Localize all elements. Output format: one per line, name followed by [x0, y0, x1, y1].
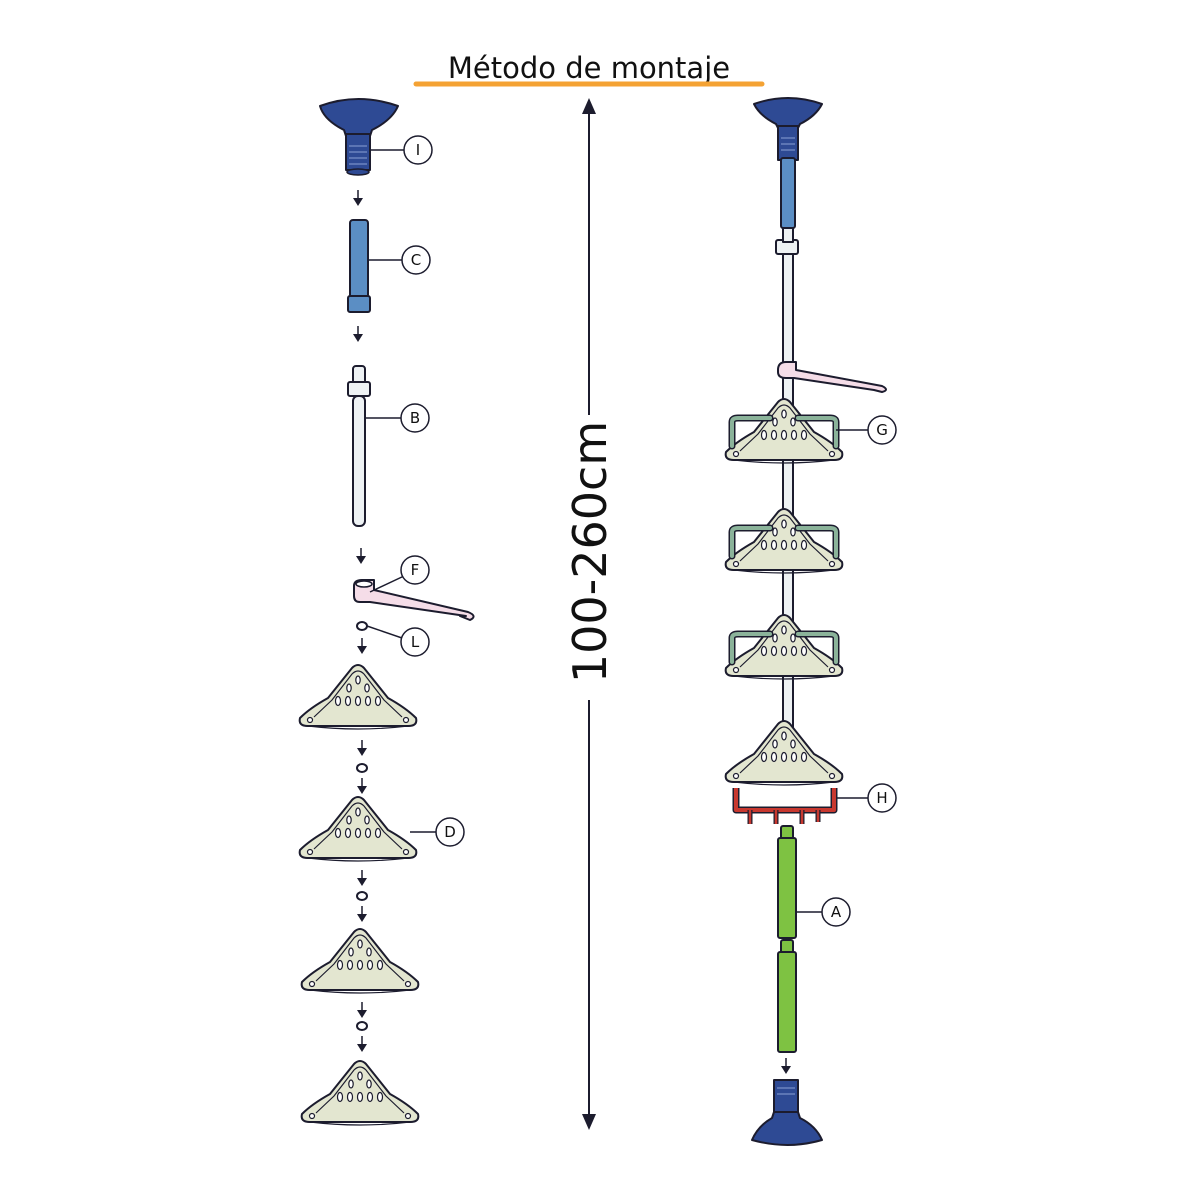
assembled-shelf-g — [724, 614, 844, 680]
svg-text:D: D — [444, 823, 456, 841]
part-i-suction-cup — [319, 98, 399, 176]
assembled-shelf-g — [724, 398, 844, 464]
assembled-towel-rack-h — [732, 788, 838, 824]
assembled-top-suction-cup — [753, 97, 823, 161]
callout-l: L — [366, 625, 430, 657]
washer-ring — [356, 891, 368, 901]
assembled-white-pole — [775, 227, 799, 765]
assembly-arrow — [356, 905, 368, 923]
assembly-arrow — [356, 1001, 368, 1019]
assembly-arrow — [356, 637, 368, 655]
assembly-arrow — [356, 869, 368, 887]
assembled-hanger — [777, 361, 887, 393]
part-d-shelf — [298, 796, 418, 862]
assembled-shelf — [724, 720, 844, 786]
height-dimension-arrow — [582, 98, 596, 1130]
svg-text:I: I — [416, 141, 420, 159]
part-f-hanger — [353, 579, 475, 621]
page-title: Método de montaje — [448, 51, 730, 85]
svg-text:C: C — [411, 251, 421, 269]
svg-text:G: G — [876, 421, 888, 439]
svg-text:L: L — [411, 633, 420, 651]
part-l-washer — [356, 621, 368, 631]
callout-h: H — [836, 783, 897, 813]
callout-d: D — [410, 817, 465, 847]
part-d-shelf — [298, 664, 418, 730]
part-d-shelf — [300, 928, 420, 994]
callout-f: F — [369, 555, 430, 593]
assembled-shelf-g — [724, 508, 844, 574]
washer-ring — [356, 1021, 368, 1031]
callout-i: I — [370, 135, 433, 165]
assembled-blue-tube — [780, 157, 796, 229]
assembly-arrow — [352, 189, 364, 207]
assembled-bottom-suction-cup — [751, 1079, 823, 1146]
callout-a: A — [796, 897, 851, 927]
height-range-label: 100-260cm — [563, 421, 617, 683]
washer-ring — [356, 763, 368, 773]
assembly-arrow — [352, 325, 364, 343]
assembly-arrow — [780, 1057, 792, 1075]
callout-c: C — [368, 245, 431, 275]
part-d-shelf — [300, 1060, 420, 1126]
callout-g: G — [836, 415, 897, 445]
svg-text:F: F — [411, 561, 420, 579]
svg-text:B: B — [410, 409, 420, 427]
svg-text:A: A — [831, 903, 842, 921]
assembled-green-pole-a — [777, 825, 797, 1053]
callout-b: B — [365, 403, 430, 433]
assembly-arrow — [356, 739, 368, 757]
part-c-blue-tube — [347, 219, 371, 313]
svg-text:H: H — [876, 789, 887, 807]
part-b-white-pole — [347, 365, 371, 527]
assembly-arrow — [356, 777, 368, 795]
assembly-arrow — [355, 547, 367, 565]
assembly-arrow — [356, 1035, 368, 1053]
